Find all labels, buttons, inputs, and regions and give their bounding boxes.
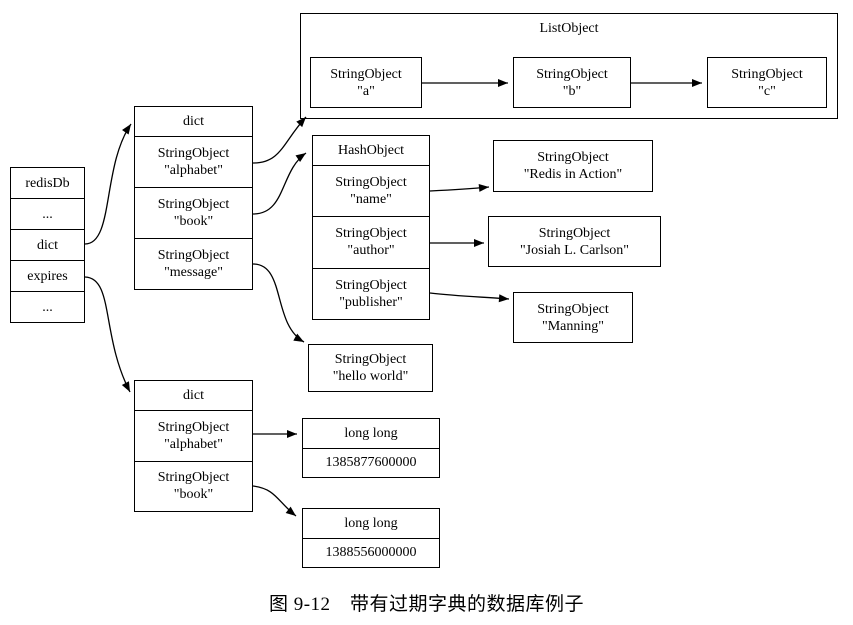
cell-value-text: 1388556000000 <box>325 545 417 561</box>
redisdb-ellipsis-1-text: ... <box>42 206 53 222</box>
list-item-a-cell: StringObject "a" <box>311 58 421 107</box>
cell-type-text: StringObject <box>335 226 407 242</box>
cell-value-text: 1385877600000 <box>325 455 417 471</box>
redisdb-ellipsis-2-text: ... <box>42 299 53 315</box>
edge-message-to-hello-world <box>252 263 305 343</box>
node-string-manning: StringObject "Manning" <box>513 292 633 343</box>
string-josiah-carlson-cell: StringObject "Josiah L. Carlson" <box>489 217 660 266</box>
longlong-2-value: 1388556000000 <box>303 537 439 568</box>
redisdb-title-text: redisDb <box>25 175 70 191</box>
node-longlong-1: long long 1385877600000 <box>302 418 440 478</box>
redisdb-cell-title: redisDb <box>11 168 84 198</box>
dict-bottom-header: dict <box>135 381 252 410</box>
hashobject-header: HashObject <box>313 136 429 165</box>
hashobject-cell-name: StringObject "name" <box>313 165 429 216</box>
cell-type-text: StringObject <box>157 419 230 435</box>
hashobject-cell-publisher: StringObject "publisher" <box>313 267 429 319</box>
cell-type-text: StringObject <box>157 197 230 212</box>
cell-type-text: StringObject <box>157 146 230 161</box>
string-hello-world-cell: StringObject "hello world" <box>309 345 432 391</box>
node-list-item-a: StringObject "a" <box>310 57 422 108</box>
redisdb-dict-text: dict <box>37 237 58 253</box>
cell-value-text: "hello world" <box>332 369 409 384</box>
string-redis-in-action-cell: StringObject "Redis in Action" <box>494 141 652 191</box>
cell-value-text: "b" <box>562 83 582 99</box>
list-item-c-cell: StringObject "c" <box>708 58 826 107</box>
redisdb-cell-ellipsis-1: ... <box>11 198 84 229</box>
cell-type-text: StringObject <box>537 150 609 165</box>
cell-type-text: StringObject <box>157 470 230 486</box>
cell-type-text: StringObject <box>536 66 608 82</box>
cluster-label: ListObject <box>539 21 599 36</box>
redisdb-cell-ellipsis-2: ... <box>11 291 84 322</box>
node-list-item-b: StringObject "b" <box>513 57 631 108</box>
cell-value-text: "author" <box>347 243 395 259</box>
edge-redisdb-dict-to-dict-top <box>84 123 132 245</box>
cell-value-text: "Manning" <box>542 318 604 334</box>
dict-top-cell-book: StringObject "book" <box>135 187 252 238</box>
cell-value-text: "publisher" <box>339 294 403 310</box>
longlong-2-type: long long <box>303 509 439 538</box>
cell-type-text: StringObject <box>731 66 803 82</box>
node-string-redis-in-action: StringObject "Redis in Action" <box>493 140 653 192</box>
cell-value-text: "name" <box>350 192 392 208</box>
cell-value-text: "message" <box>164 265 223 280</box>
dict-bottom-cell-book: StringObject "book" <box>135 460 252 512</box>
dict-top-header-text: dict <box>183 114 204 129</box>
longlong-1-value: 1385877600000 <box>303 447 439 478</box>
edge-book-to-hashobject <box>252 152 307 215</box>
node-dict-top: dict StringObject "alphabet" StringObjec… <box>134 106 253 290</box>
dict-top-cell-alphabet: StringObject "alphabet" <box>135 136 252 187</box>
cell-type-text: StringObject <box>335 175 407 191</box>
node-string-hello-world: StringObject "hello world" <box>308 344 433 392</box>
edge-name-to-redis-in-action <box>429 183 490 192</box>
cell-value-text: "alphabet" <box>164 163 223 178</box>
cell-value-text: "Josiah L. Carlson" <box>519 242 630 258</box>
cell-value-text: "book" <box>173 487 214 503</box>
edge-publisher-to-manning <box>429 292 510 303</box>
node-list-item-c: StringObject "c" <box>707 57 827 108</box>
cell-type-text: StringObject <box>330 66 402 82</box>
list-item-b-cell: StringObject "b" <box>514 58 630 107</box>
node-redisdb: redisDb ... dict expires ... <box>10 167 85 323</box>
cell-type-text: StringObject <box>538 225 611 241</box>
edge-redisdb-expires-to-dict-bottom <box>84 276 131 393</box>
edge-alphabet-to-listobject <box>252 116 307 164</box>
cell-type-text: StringObject <box>157 248 230 263</box>
cell-value-text: "Redis in Action" <box>523 167 623 182</box>
cell-type-text: long long <box>344 515 398 531</box>
dict-top-cell-message: StringObject "message" <box>135 238 252 289</box>
cell-value-text: "c" <box>758 83 776 99</box>
hashobject-cell-author: StringObject "author" <box>313 216 429 267</box>
cell-value-text: "a" <box>357 83 375 99</box>
hashobject-header-text: HashObject <box>337 143 405 158</box>
cell-value-text: "alphabet" <box>164 436 223 452</box>
node-dict-bottom: dict StringObject "alphabet" StringObjec… <box>134 380 253 512</box>
edge-book2-to-longlong-2 <box>252 485 297 517</box>
longlong-1-type: long long <box>303 419 439 448</box>
redisdb-expires-text: expires <box>27 268 68 284</box>
node-longlong-2: long long 1388556000000 <box>302 508 440 568</box>
string-manning-cell: StringObject "Manning" <box>514 293 632 342</box>
cell-type-text: StringObject <box>537 301 609 317</box>
dict-bottom-header-text: dict <box>183 388 204 403</box>
cell-type-text: StringObject <box>335 277 407 293</box>
redisdb-cell-dict: dict <box>11 229 84 260</box>
node-hashobject: HashObject StringObject "name" StringObj… <box>312 135 430 320</box>
dict-top-header: dict <box>135 107 252 136</box>
dict-bottom-cell-alphabet: StringObject "alphabet" <box>135 410 252 461</box>
cell-value-text: "book" <box>173 214 214 229</box>
cell-type-text: long long <box>344 425 398 441</box>
node-string-josiah-carlson: StringObject "Josiah L. Carlson" <box>488 216 661 267</box>
redisdb-cell-expires: expires <box>11 260 84 291</box>
figure-caption: 图 9-12 带有过期字典的数据库例子 <box>268 594 585 615</box>
cell-type-text: StringObject <box>334 352 407 367</box>
